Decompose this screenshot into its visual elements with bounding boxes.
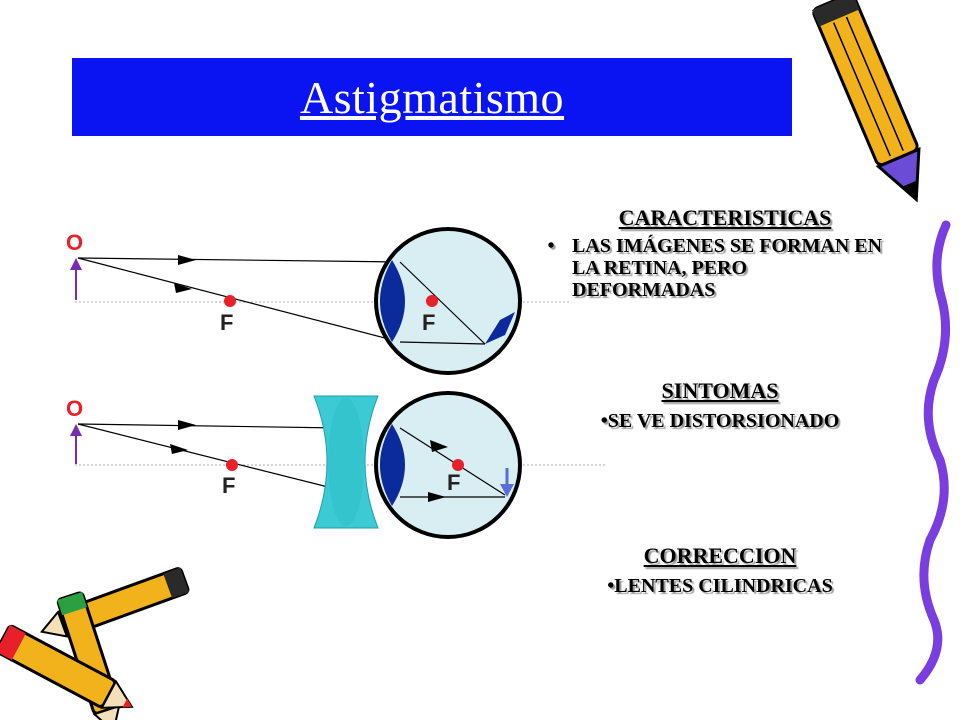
symptoms-item: SE VE DISTORSIONADO bbox=[607, 410, 840, 432]
characteristics-item: LAS IMÁGENES SE FORMAN EN LA RETINA, PER… bbox=[572, 235, 883, 301]
focus-label: F bbox=[222, 473, 235, 498]
correction-section: CORRECCION •LENTES CILINDRICAS bbox=[530, 543, 910, 597]
correction-item: LENTES CILINDRICAS bbox=[614, 575, 833, 597]
eye-upper bbox=[374, 227, 522, 375]
bullet-icon: • bbox=[547, 235, 555, 257]
focus-point bbox=[224, 295, 236, 307]
object-label: O bbox=[66, 396, 83, 421]
eye-lower bbox=[374, 391, 522, 539]
image-arrow-icon bbox=[500, 484, 514, 497]
list-item: • LAS IMÁGENES SE FORMAN EN LA RETINA, P… bbox=[530, 235, 890, 301]
deformed-image-icon bbox=[485, 312, 515, 344]
correction-heading: CORRECCION bbox=[643, 543, 797, 568]
focus-label: F bbox=[447, 470, 460, 495]
squiggle-border-icon bbox=[915, 220, 951, 685]
focus-point bbox=[452, 459, 464, 471]
focus-label: F bbox=[220, 310, 233, 335]
focus-point bbox=[226, 459, 238, 471]
upper-optics-diagram: O F F bbox=[66, 227, 570, 375]
title-bar: Astigmatismo bbox=[72, 58, 792, 136]
characteristics-heading: CARACTERISTICAS bbox=[618, 205, 832, 230]
page-title: Astigmatismo bbox=[299, 71, 565, 123]
lower-optics-diagram: O F F bbox=[66, 391, 605, 539]
list-item: •LENTES CILINDRICAS bbox=[607, 575, 833, 597]
list-item: •SE VE DISTORSIONADO bbox=[600, 410, 840, 432]
pencil-icon bbox=[812, 0, 921, 203]
object-label: O bbox=[66, 230, 83, 255]
focus-label: F bbox=[422, 310, 435, 335]
symptoms-heading: SINTOMAS bbox=[661, 378, 779, 403]
characteristics-section: CARACTERISTICAS • LAS IMÁGENES SE FORMAN… bbox=[530, 205, 890, 301]
focus-point bbox=[426, 295, 438, 307]
symptoms-section: SINTOMAS •SE VE DISTORSIONADO bbox=[530, 378, 910, 432]
crossed-pencils-icon bbox=[0, 567, 190, 720]
